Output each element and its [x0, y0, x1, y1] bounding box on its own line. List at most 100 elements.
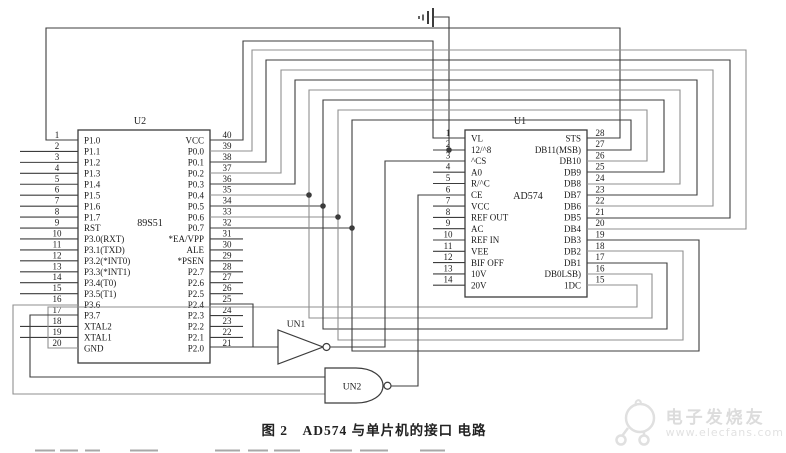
pin-label-u1-23: DB7: [564, 190, 582, 200]
pin-label-u1-8: REF OUT: [471, 213, 509, 223]
wire: [210, 119, 632, 229]
pin-number-u1-12: 12: [444, 252, 453, 262]
pin-number-u2-25: 25: [223, 294, 233, 304]
pin-number-u2-11: 11: [53, 239, 62, 249]
wire: [47, 284, 638, 349]
pin-number-u2-5: 5: [55, 174, 60, 184]
pin-label-u1-15: 1DC: [564, 280, 581, 290]
pin-label-u1-11: VEE: [471, 247, 489, 257]
pin-label-u1-12: BIF OFF: [471, 258, 504, 268]
pin-label-u1-19: DB3: [564, 235, 582, 245]
pin-number-u2-19: 19: [53, 327, 63, 337]
pin-label-u2-6: P1.5: [84, 190, 101, 200]
gate-label-un1: UN1: [287, 320, 306, 330]
wire: [210, 79, 698, 196]
pin-label-u1-5: R/^C: [471, 179, 490, 189]
chip-name-u2: 89S51: [137, 218, 163, 229]
pin-label-u2-13: P3.3(*INT1): [84, 267, 130, 277]
pin-number-u1-23: 23: [596, 184, 606, 194]
wire: [210, 89, 681, 196]
pin-label-u2-22: P2.1: [188, 333, 204, 343]
pin-label-u1-10: REF IN: [471, 235, 500, 245]
pin-number-u2-9: 9: [55, 218, 60, 228]
junction-dot: [320, 203, 326, 209]
wire: [210, 303, 254, 347]
pin-number-u1-5: 5: [446, 173, 451, 183]
pin-label-u2-31: *EA/VPP: [168, 234, 204, 244]
pin-label-u1-3: ^CS: [471, 156, 486, 166]
inverter-triangle: [277, 329, 325, 365]
pin-label-u2-33: P0.6: [188, 212, 205, 222]
pin-number-u2-26: 26: [223, 283, 233, 293]
pin-number-u1-1: 1: [446, 128, 451, 138]
pin-number-u1-2: 2: [446, 139, 451, 149]
pin-number-u2-24: 24: [223, 305, 233, 315]
pin-label-u2-39: P0.0: [188, 147, 205, 157]
pin-number-u2-27: 27: [223, 272, 233, 282]
pin-number-u2-6: 6: [55, 185, 60, 195]
pin-number-u2-4: 4: [55, 163, 60, 173]
pin-number-u1-7: 7: [446, 196, 451, 206]
inverter-gate-un1: [277, 329, 331, 365]
pin-number-u1-8: 8: [446, 207, 451, 217]
pin-number-u2-38: 38: [223, 152, 233, 162]
pin-label-u1-18: DB2: [564, 247, 581, 257]
pin-number-u2-37: 37: [223, 163, 233, 173]
wire: [322, 206, 668, 330]
pin-number-u1-18: 18: [596, 241, 606, 251]
pin-label-u2-8: P1.7: [84, 212, 101, 222]
pin-label-u2-9: RST: [84, 223, 101, 233]
pin-number-u1-3: 3: [446, 150, 451, 160]
pin-number-u2-7: 7: [55, 196, 60, 206]
pin-number-u1-19: 19: [596, 230, 606, 240]
pin-label-u1-14: 20V: [471, 280, 487, 290]
pin-number-u2-15: 15: [53, 283, 63, 293]
figure-caption: 图 2 AD574 与单片机的接口 电路: [261, 423, 487, 438]
pin-number-u1-22: 22: [596, 196, 605, 206]
ground-symbol-icon: [418, 8, 434, 27]
wire: [391, 194, 465, 387]
pin-number-u1-27: 27: [596, 139, 606, 149]
pin-label-u1-16: DB0LSB): [544, 269, 581, 279]
pin-number-u1-10: 10: [444, 230, 454, 240]
junction-dot: [349, 225, 355, 231]
wire: [330, 160, 465, 348]
pin-label-u2-21: P2.0: [188, 344, 205, 354]
pin-number-u2-17: 17: [53, 305, 63, 315]
nand-gate-un2: [324, 367, 392, 404]
pin-label-u2-27: P2.6: [188, 278, 205, 288]
pin-number-u2-1: 1: [55, 130, 60, 140]
junction-dot: [335, 214, 341, 220]
pin-label-u1-20: DB4: [564, 224, 582, 234]
pin-label-u2-38: P0.1: [188, 158, 204, 168]
pin-label-u2-3: P1.2: [84, 158, 100, 168]
pin-number-u1-28: 28: [596, 128, 606, 138]
pin-label-u2-25: P2.4: [188, 300, 205, 310]
pin-label-u2-18: XTAL2: [84, 322, 112, 332]
pin-label-u1-6: CE: [471, 190, 483, 200]
pin-label-u2-2: P1.1: [84, 147, 100, 157]
pin-label-u2-4: P1.3: [84, 169, 101, 179]
pin-label-u1-4: A0: [471, 167, 482, 177]
pin-label-u2-15: P3.5(T1): [84, 289, 116, 299]
pin-label-u2-37: P0.2: [188, 169, 204, 179]
pin-label-u2-10: P3.0(RXT): [84, 234, 124, 244]
chip-ref-u2: U2: [134, 116, 146, 127]
pin-label-u2-26: P2.5: [188, 289, 205, 299]
pin-number-u2-8: 8: [55, 207, 60, 217]
wire: [308, 195, 653, 319]
pin-label-u2-36: P0.3: [188, 179, 205, 189]
pin-label-u2-24: P2.3: [188, 311, 205, 321]
pin-number-u2-13: 13: [53, 261, 63, 271]
chip-name-u1: AD574: [513, 191, 542, 202]
wire: [210, 59, 731, 219]
pin-number-u2-40: 40: [223, 130, 233, 140]
inverter-bubble: [322, 342, 331, 352]
nand-bubble: [383, 381, 392, 390]
pin-label-u1-1: VL: [471, 134, 483, 144]
pin-label-u1-26: DB10: [559, 156, 581, 166]
pin-label-u1-24: DB8: [564, 179, 582, 189]
pin-number-u1-4: 4: [446, 162, 451, 172]
pin-number-u2-39: 39: [223, 141, 233, 151]
